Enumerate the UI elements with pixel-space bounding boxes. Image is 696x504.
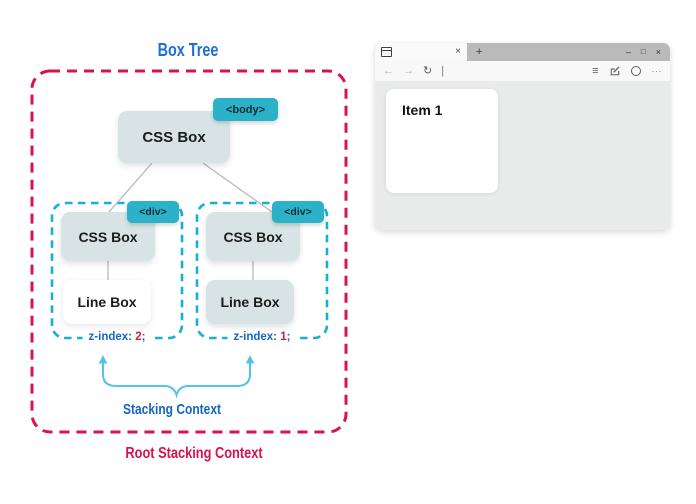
menu-lines-icon[interactable]: ≡: [592, 64, 599, 77]
left-div-tag-label: <div>: [139, 206, 167, 218]
browser-toolbar: ← → ↻ | ≡ ···: [375, 61, 670, 81]
overflow-menu-icon[interactable]: ···: [651, 66, 662, 76]
brace-arrowhead-right: [245, 355, 255, 364]
left-line-box: Line Box: [63, 280, 151, 324]
left-z-index-value: 2: [135, 331, 142, 343]
body-tag-label: <body>: [225, 103, 266, 116]
window-controls: – □ ×: [626, 43, 670, 61]
stacking-context-label: Stacking Context: [122, 401, 222, 418]
browser-titlebar: × + – □ ×: [375, 43, 670, 61]
circle-icon[interactable]: [630, 66, 641, 76]
browser-tab[interactable]: ×: [375, 43, 467, 61]
browser-viewport: Item 1: [375, 81, 670, 230]
forward-icon[interactable]: →: [403, 64, 414, 77]
address-caret-icon: |: [441, 64, 445, 77]
right-z-index-label: z-index: 1;: [227, 330, 297, 345]
window-close-icon[interactable]: ×: [655, 46, 661, 57]
left-div-tag-badge: <div>: [127, 201, 179, 223]
right-css-box-label: CSS Box: [223, 228, 283, 245]
right-div-tag-label: <div>: [284, 206, 312, 218]
right-line-box: Line Box: [206, 280, 294, 324]
maximize-icon[interactable]: □: [640, 47, 646, 56]
minimize-icon[interactable]: –: [625, 46, 631, 57]
new-tab-icon[interactable]: +: [476, 45, 483, 58]
page-favicon-window-icon: [381, 47, 392, 57]
toolbar-right-icons: ≡ ···: [592, 64, 662, 77]
tree-edge-right: [202, 162, 273, 213]
browser-window: × + – □ × ← → ↻ | ≡ ···: [375, 43, 670, 230]
right-line-box-label: Line Box: [220, 294, 280, 310]
item-card: Item 1: [386, 89, 498, 193]
diagram-title: Box Tree: [157, 40, 219, 60]
back-icon[interactable]: ←: [383, 64, 394, 77]
stacking-context-brace: [102, 360, 251, 399]
item-card-label: Item 1: [402, 102, 443, 118]
left-line-box-label: Line Box: [77, 294, 137, 310]
refresh-icon[interactable]: ↻: [423, 64, 433, 77]
tab-close-icon[interactable]: ×: [455, 46, 461, 57]
brace-arrowhead-left: [98, 355, 108, 364]
body-tag-badge: <body>: [213, 98, 278, 121]
right-div-tag-badge: <div>: [272, 201, 324, 223]
left-css-box-label: CSS Box: [78, 228, 138, 245]
right-z-index-value: 1: [280, 331, 287, 343]
edit-compose-icon[interactable]: [610, 66, 620, 76]
root-stacking-context-label: Root Stacking Context: [125, 445, 263, 462]
root-css-box-label: CSS Box: [142, 128, 206, 146]
left-z-index-label: z-index: 2;: [82, 330, 152, 345]
root-css-box: CSS Box: [118, 111, 230, 163]
